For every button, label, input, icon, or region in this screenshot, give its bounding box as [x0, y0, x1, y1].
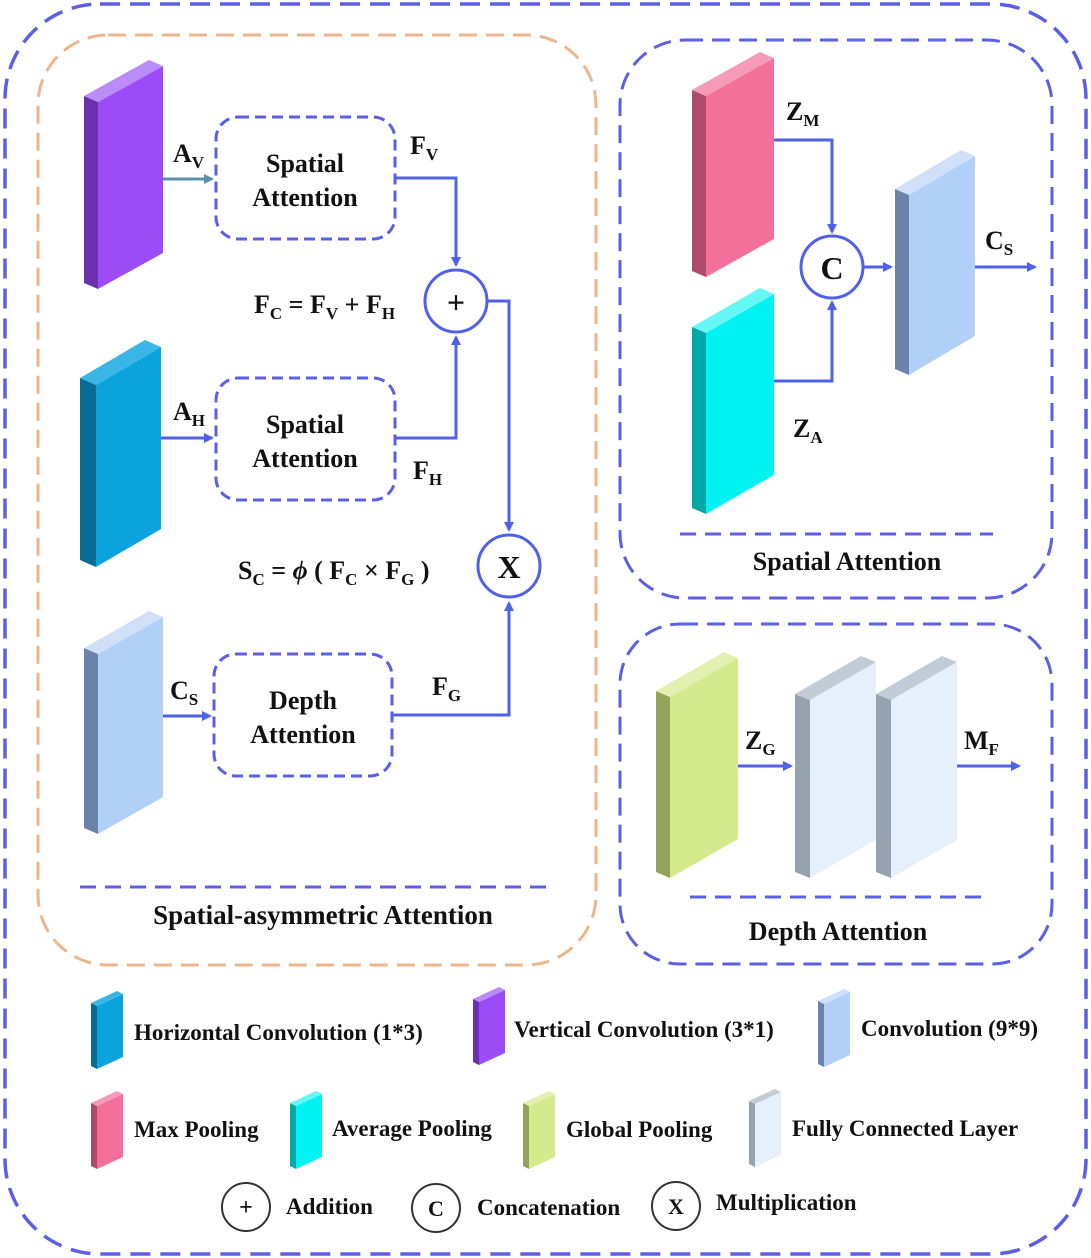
global-pooling-block: [656, 652, 738, 878]
legend-concatenation-symbol: C: [428, 1196, 444, 1221]
fully-connected-block-1: [795, 656, 876, 878]
legend-label-concatenation: Concatenation: [477, 1195, 620, 1220]
legend-swatch-avgpool: [290, 1091, 322, 1169]
fully-connected-block-2: [876, 656, 957, 878]
spatial-attention-box-horizontal: [214, 376, 397, 502]
concatenation-symbol: C: [820, 250, 843, 286]
legend-swatch-conv9x9: [818, 989, 850, 1067]
legend-addition-icon: [221, 1182, 271, 1232]
depth-attention-box: [212, 652, 394, 778]
legend-swatch-vertical: [473, 987, 505, 1065]
box-horizontal-line1: Spatial: [266, 410, 344, 439]
arrow-za: [774, 300, 837, 383]
max-pooling-block: [692, 52, 774, 277]
label-cs-right: CS: [985, 226, 1013, 259]
horizontal-convolution-block: [80, 340, 161, 567]
box-horizontal-line2: Attention: [252, 444, 358, 473]
label-fg: FG: [432, 672, 461, 705]
depth-attention-panel: [618, 622, 1054, 966]
legend-label-fc: Fully Connected Layer: [792, 1116, 1018, 1141]
legend-label-addition: Addition: [286, 1194, 373, 1219]
legend-label-conv9x9: Convolution (9*9): [861, 1016, 1038, 1041]
multiplication-symbol: X: [497, 549, 520, 585]
legend-addition-symbol: +: [239, 1195, 253, 1221]
legend-label-vertical: Vertical Convolution (3*1): [514, 1017, 774, 1042]
label-fv: FV: [410, 131, 439, 164]
legend-concatenation-icon: [411, 1183, 461, 1233]
spatial-asymmetric-panel: [36, 33, 598, 967]
label-mf: MF: [964, 726, 999, 759]
legend-swatch-globalpool: [523, 1091, 555, 1169]
legend-swatch-horizontal: [91, 991, 123, 1069]
equation-sc: SC = ϕ ( FC × FG ): [238, 556, 430, 589]
box-depth-line2: Attention: [250, 720, 356, 749]
addition-symbol: +: [447, 284, 465, 320]
legend-label-avgpool: Average Pooling: [332, 1116, 492, 1141]
label-za: ZA: [793, 414, 823, 447]
box-vertical-line2: Attention: [252, 183, 358, 212]
legend-swatch-fc: [749, 1089, 781, 1167]
arrow-fv: [395, 176, 461, 267]
label-av: AV: [173, 139, 205, 172]
legend-label-globalpool: Global Pooling: [566, 1117, 713, 1142]
legend-multiplication-icon: [651, 1181, 701, 1231]
legend-multiplication-symbol: X: [668, 1194, 684, 1219]
outer-frame: [3, 2, 1088, 1256]
vertical-convolution-block: [84, 60, 163, 289]
label-zm: ZM: [786, 97, 819, 130]
arrow-fc: [487, 299, 514, 532]
label-zg: ZG: [745, 726, 776, 759]
multiplication-node: [476, 533, 542, 599]
arrow-zm: [774, 138, 837, 234]
box-vertical-line1: Spatial: [266, 149, 344, 178]
left-panel-title: Spatial-asymmetric Attention: [153, 900, 493, 930]
label-cs-left: CS: [170, 676, 198, 709]
spatial-panel-title: Spatial Attention: [753, 547, 942, 576]
equation-fc: FC = FV + FH: [254, 290, 395, 323]
legend-label-maxpool: Max Pooling: [134, 1117, 259, 1142]
addition-node: [423, 268, 489, 334]
legend-swatch-maxpool: [91, 1091, 123, 1169]
convolution-9x9-block: [84, 611, 163, 834]
arrow-fh: [395, 335, 461, 440]
depth-panel-title: Depth Attention: [749, 917, 928, 946]
convolution-9x9-block-spatial: [895, 150, 975, 375]
legend-label-multiplication: Multiplication: [716, 1190, 857, 1215]
label-ah: AH: [173, 397, 205, 430]
box-depth-line1: Depth: [269, 686, 337, 715]
average-pooling-block: [692, 288, 774, 514]
spatial-attention-panel: [618, 38, 1054, 600]
arrow-fg: [392, 601, 514, 717]
label-fh: FH: [413, 456, 442, 489]
legend-label-horizontal: Horizontal Convolution (1*3): [134, 1020, 423, 1045]
spatial-attention-box-vertical: [214, 115, 397, 241]
concatenation-node: [799, 234, 865, 300]
